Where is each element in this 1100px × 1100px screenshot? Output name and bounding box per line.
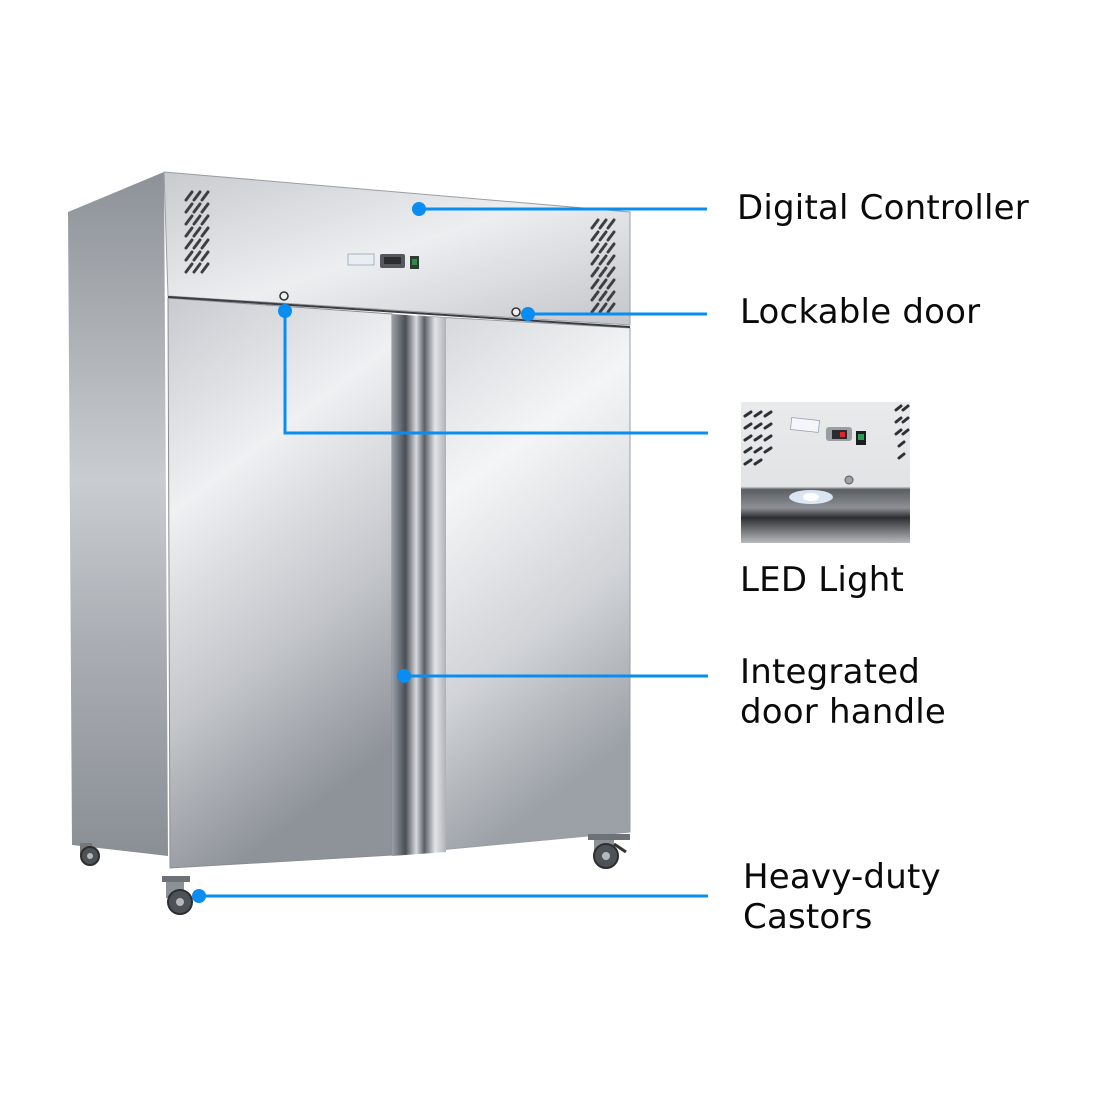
callout-line-led-light [283,311,708,435]
label-line: Castors [743,897,873,937]
label-line: Heavy-duty [743,857,941,897]
vent-left-icon [184,190,210,274]
left-door [167,297,393,869]
callout-dot-icon [192,889,206,903]
castor-back-left [80,843,100,866]
label-led-light: LED Light [740,560,905,600]
lock-keyhole-icon [279,291,289,301]
callout-dot-icon [412,202,426,216]
led-light-inset-photo [741,402,910,543]
label-lockable-door: Lockable door [740,292,981,332]
label-digital-controller: Digital Controller [737,188,1029,228]
callout-dot-icon [521,307,535,321]
castor-front-right [588,834,630,869]
callout-dot-icon [397,669,411,683]
lock-keyhole-icon [511,307,521,317]
castor-front-left [162,876,193,915]
integrated-door-handle [392,314,446,856]
label-integrated-door-handle: Integrated door handle [740,652,946,732]
callout-lines [199,207,708,898]
brand-logo-badge [347,253,375,266]
right-door [417,315,631,853]
vent-right-icon [590,218,616,314]
callout-dot-icon [278,304,292,318]
label-heavy-duty-castors: Heavy-duty Castors [743,857,941,937]
callout-dots [192,202,535,903]
label-line: Integrated [740,652,921,692]
label-line: door handle [740,692,947,732]
fridge-side-panel [68,172,168,856]
